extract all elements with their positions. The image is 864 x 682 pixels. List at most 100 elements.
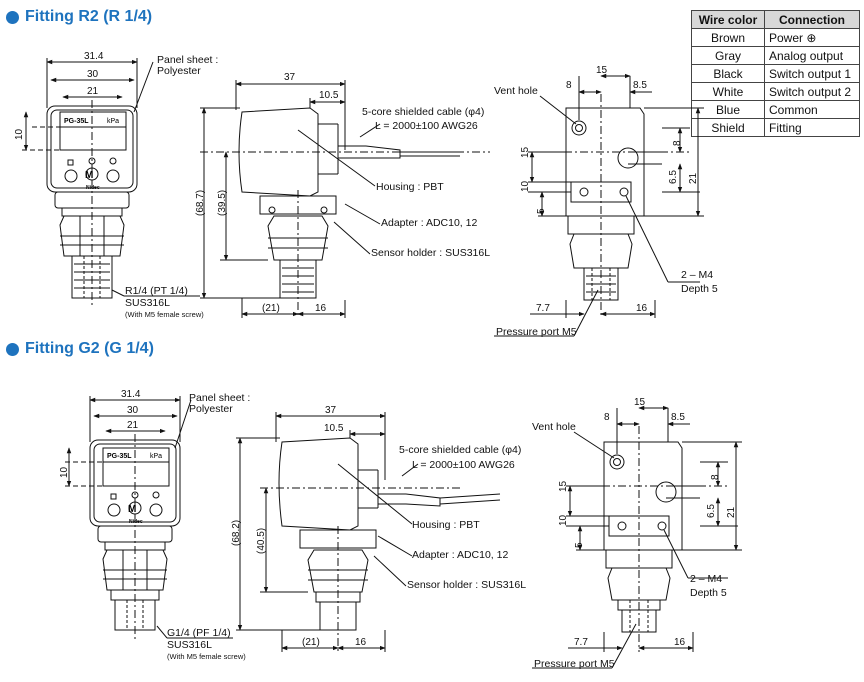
cable-label: 5-core shielded cable (φ4) <box>399 444 521 456</box>
front-view-r2 <box>22 58 200 306</box>
connection-header: Connection <box>764 10 860 29</box>
bullet-icon <box>6 10 19 24</box>
section-title-g2: Fitting G2 (G 1/4) <box>6 340 154 358</box>
dim-10: 10 <box>14 128 25 140</box>
back-view-g2-text: Vent hole 8 15 8.5 8 15 6.5 21 10 5 2 – … <box>532 397 737 670</box>
wire-color-header: Wire color <box>691 10 765 29</box>
panel-sheet-material: Polyester <box>157 65 201 77</box>
connection-cell: Analog output <box>764 46 860 65</box>
cable-length-label: L = 2000±100 AWG26 <box>375 120 478 132</box>
housing-label: Housing : PBT <box>376 181 444 193</box>
dim-10-5: 10.5 <box>319 90 339 101</box>
dim-bottom-left: (21) <box>302 637 320 648</box>
dim-8: 8 <box>604 412 610 423</box>
vent-hole-label: Vent hole <box>532 421 576 433</box>
panel-sheet-label: Panel sheet : <box>157 54 218 66</box>
dim-10-5: 10.5 <box>324 423 344 434</box>
dim-31-4: 31.4 <box>121 389 141 400</box>
connection-cell: Common <box>764 100 860 119</box>
dim-16: 16 <box>636 303 648 314</box>
housing-label: Housing : PBT <box>412 519 480 531</box>
back-view-r2-text: Vent hole 8 15 8.5 8 15 6.5 21 10 5 2 – … <box>494 65 718 338</box>
dim-10: 10 <box>59 466 70 478</box>
dim-7-7: 7.7 <box>574 637 588 648</box>
cable-label: 5-core shielded cable (φ4) <box>362 106 484 118</box>
dim-7-7: 7.7 <box>536 303 550 314</box>
material-label: SUS316L <box>125 297 170 309</box>
connection-cell: Switch output 1 <box>764 64 860 83</box>
dim-21-v: 21 <box>726 506 737 518</box>
dim-37: 37 <box>325 405 337 416</box>
material-label: SUS316L <box>167 639 212 651</box>
pressure-port-label: Pressure port M5 <box>496 326 577 338</box>
dim-6-5: 6.5 <box>706 504 717 518</box>
side-view-g2-text: 37 10.5 (68.2) (40.5) (21) 16 5-core shi… <box>231 405 526 648</box>
section-title-text: Fitting G2 (G 1/4) <box>25 340 154 357</box>
side-view-r2-text: 37 10.5 (68.7) (39.5) (21) 16 5-core shi… <box>195 72 490 314</box>
back-view-g2 <box>532 405 742 669</box>
unit-label: kPa <box>150 453 162 460</box>
dim-left-10: 10 <box>520 180 531 192</box>
m4-label: 2 – M4 <box>690 573 722 585</box>
dim-31-4: 31.4 <box>84 51 104 62</box>
logo: Nidec <box>86 185 100 191</box>
dim-30: 30 <box>127 405 139 416</box>
dim-left-10: 10 <box>558 514 569 526</box>
dim-8-5: 8.5 <box>633 80 647 91</box>
section-title-text: Fitting R2 (R 1/4) <box>25 8 153 25</box>
side-view-r2 <box>200 80 490 318</box>
depth-label: Depth 5 <box>681 283 718 295</box>
dim-left-5: 5 <box>536 208 547 214</box>
model-label: PG-35L <box>64 118 89 125</box>
bullet-icon <box>6 342 19 356</box>
female-screw-note: (With M5 female screw) <box>125 310 204 319</box>
dim-21: 21 <box>127 420 139 431</box>
vent-hole-label: Vent hole <box>494 85 538 97</box>
m-button-icon: M <box>128 504 136 515</box>
m4-label: 2 – M4 <box>681 269 713 281</box>
wire-color-cell: Shield <box>691 118 765 137</box>
panel-sheet-material: Polyester <box>189 403 233 415</box>
section-title-r2: Fitting R2 (R 1/4) <box>6 8 152 26</box>
m-button-icon: M <box>85 170 93 181</box>
dim-body-height: (39.5) <box>217 190 228 216</box>
back-view-r2 <box>494 73 704 337</box>
female-screw-note: (With M5 female screw) <box>167 652 246 661</box>
dim-15: 15 <box>596 65 608 76</box>
connection-cell: Switch output 2 <box>764 82 860 101</box>
dim-left-15: 15 <box>520 146 531 158</box>
depth-label: Depth 5 <box>690 587 727 599</box>
dim-8-5: 8.5 <box>671 412 685 423</box>
wire-color-cell: Blue <box>691 100 765 119</box>
dim-right-8: 8 <box>710 474 721 480</box>
adapter-label: Adapter : ADC10, 12 <box>381 217 477 229</box>
front-view-r2-text: 31.4 30 21 10 Panel sheet : Polyester PG… <box>14 51 218 319</box>
dim-right-8: 8 <box>672 140 683 146</box>
dim-total-height: (68.7) <box>195 190 206 216</box>
dim-bottom-right: 16 <box>355 637 367 648</box>
thread-label: G1/4 (PF 1/4) <box>167 627 231 639</box>
dim-37: 37 <box>284 72 296 83</box>
dim-total-height: (68.2) <box>231 520 242 546</box>
dim-30: 30 <box>87 69 99 80</box>
logo: Nidec <box>129 519 143 525</box>
unit-label: kPa <box>107 118 119 125</box>
dim-21-v: 21 <box>688 172 699 184</box>
dim-bottom-left: (21) <box>262 303 280 314</box>
model-label: PG-35L <box>107 453 132 460</box>
dim-6-5: 6.5 <box>668 170 679 184</box>
sensor-holder-label: Sensor holder : SUS316L <box>371 247 490 259</box>
dim-21: 21 <box>87 86 99 97</box>
dim-16: 16 <box>674 637 686 648</box>
cable-length-label: L = 2000±100 AWG26 <box>412 459 515 471</box>
dim-bottom-right: 16 <box>315 303 327 314</box>
pressure-port-label: Pressure port M5 <box>534 658 615 670</box>
front-view-g2 <box>65 396 233 640</box>
